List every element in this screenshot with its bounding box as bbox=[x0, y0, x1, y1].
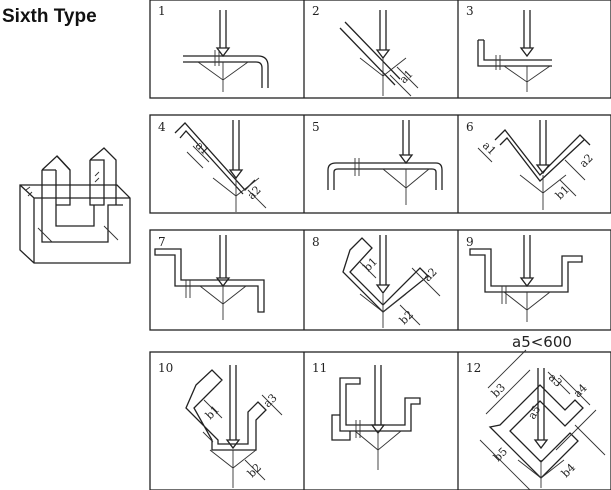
bend-step-2: a1 bbox=[339, 10, 419, 97]
dimension-label: a2 bbox=[245, 183, 264, 202]
bend-step-10: b1 a3 b2 bbox=[185, 365, 283, 488]
bend-step-3 bbox=[477, 10, 552, 92]
bend-step-5 bbox=[327, 120, 443, 205]
dimension-label: b1 bbox=[203, 403, 222, 422]
cell-number: 1 bbox=[158, 4, 166, 18]
cell-number: 11 bbox=[312, 361, 327, 375]
dimension-label: b4 bbox=[559, 461, 578, 480]
dimension-label: b5 bbox=[491, 445, 510, 464]
product-illustration bbox=[19, 147, 131, 264]
bend-step-8: b1 a2 b2 bbox=[342, 235, 441, 328]
dimension-label: a2 bbox=[421, 265, 440, 284]
dimension-label: a5 bbox=[525, 403, 543, 421]
cell-number: 3 bbox=[466, 4, 474, 18]
bend-step-9 bbox=[469, 235, 583, 322]
dimension-label: a1 bbox=[480, 139, 499, 158]
bend-step-12: b3 a3 a5 a4 b5 b4 bbox=[479, 349, 606, 490]
cell-number: 7 bbox=[158, 235, 166, 249]
bend-step-7 bbox=[154, 235, 265, 320]
dimension-label: b1 bbox=[553, 183, 572, 202]
dimension-label: a2 bbox=[577, 151, 596, 170]
dimension-label: a4 bbox=[571, 381, 590, 400]
cell-number: 8 bbox=[312, 235, 320, 249]
cell-number: 4 bbox=[158, 120, 166, 134]
cell-number: 10 bbox=[158, 361, 173, 375]
dimension-label: a3 bbox=[546, 371, 565, 390]
dimension-label: b2 bbox=[245, 461, 264, 480]
cell-number: 9 bbox=[466, 235, 474, 249]
cell-number: 2 bbox=[312, 4, 320, 18]
bend-step-6: a1 a2 b1 bbox=[477, 120, 596, 210]
cell-number: 5 bbox=[312, 120, 320, 134]
grid-frame bbox=[149, 0, 611, 490]
bend-step-11 bbox=[331, 365, 421, 470]
page-title: Sixth Type bbox=[2, 6, 97, 27]
bend-step-4: a1 a2 bbox=[174, 120, 267, 212]
cell-number: 12 bbox=[466, 361, 481, 375]
dimension-label: b2 bbox=[397, 308, 416, 327]
length-note: a5<600 bbox=[512, 333, 572, 351]
bend-step-1 bbox=[183, 10, 269, 92]
cell-number: 6 bbox=[466, 120, 474, 134]
